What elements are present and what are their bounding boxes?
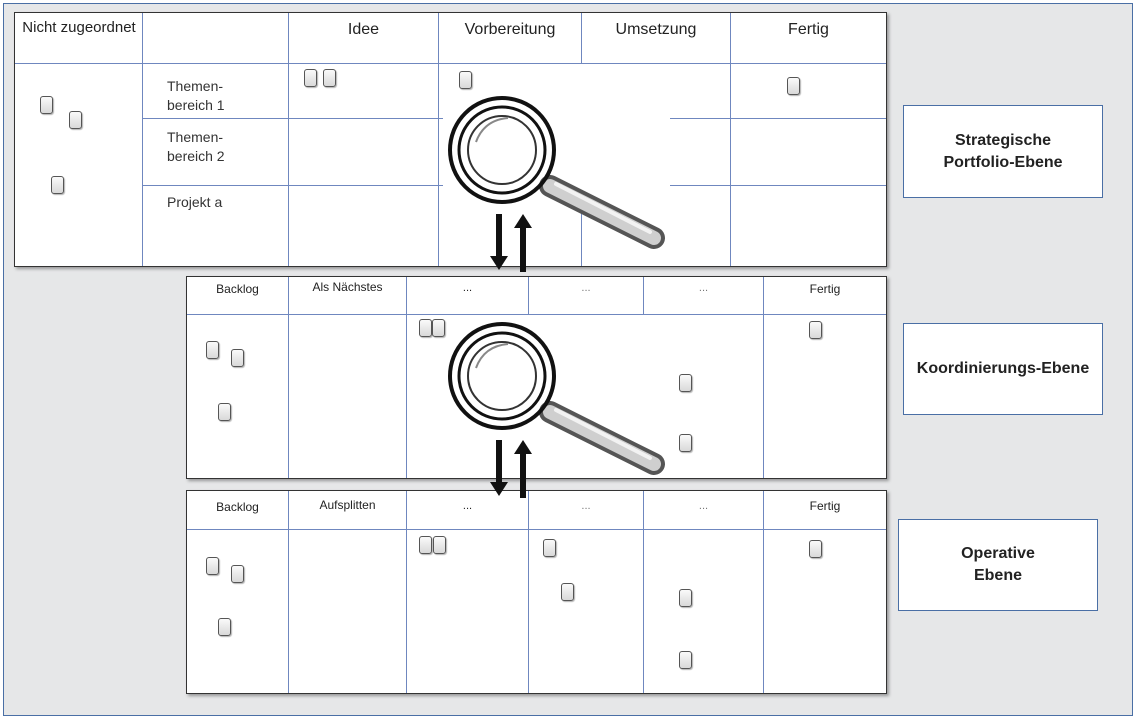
grid-line: [730, 13, 731, 266]
card-icon: [679, 589, 692, 607]
level-label-operative: Operative Ebene: [898, 519, 1098, 611]
grid-line: [187, 314, 886, 315]
card-icon: [459, 71, 472, 89]
card-icon: [206, 341, 219, 359]
grid-line: [288, 13, 289, 266]
row-label-themenbereich-1: Themen- bereich 1: [167, 78, 225, 113]
card-icon: [231, 565, 244, 583]
card-icon: [787, 77, 800, 95]
card-icon: [809, 321, 822, 339]
grid-line: [288, 277, 289, 478]
magnifying-glass-icon: [444, 92, 665, 249]
column-header-ellipsis: ...: [698, 282, 709, 294]
column-header-vorbereitung: Vorbereitung: [464, 21, 556, 38]
column-header-ellipsis: ...: [581, 500, 591, 512]
unassigned-header: Nicht zugeordnet: [22, 19, 136, 36]
grid-line: [187, 529, 886, 530]
level-label-coordination: Koordinierungs-Ebene: [903, 323, 1103, 415]
card-icon: [40, 96, 53, 114]
grid-line: [670, 118, 886, 119]
card-icon: [218, 618, 231, 636]
card-icon: [419, 536, 432, 554]
column-header-backlog: Backlog: [216, 500, 259, 514]
grid-line: [142, 13, 143, 266]
card-icon: [304, 69, 317, 87]
card-icon: [433, 536, 446, 554]
magnifying-glass-icon: [444, 318, 665, 475]
card-icon: [419, 319, 432, 337]
grid-line: [528, 491, 529, 693]
grid-line: [438, 13, 439, 266]
grid-line: [643, 491, 644, 693]
grid-line: [143, 185, 443, 186]
grid-line: [15, 63, 886, 64]
grid-line: [406, 277, 407, 478]
grid-line: [528, 277, 529, 314]
operative-board: Backlog Aufsplitten ... ... ... Fertig: [186, 490, 887, 694]
grid-line: [763, 277, 764, 478]
grid-line: [763, 491, 764, 693]
column-header-fertig: Fertig: [809, 499, 841, 513]
card-icon: [206, 557, 219, 575]
column-header-ellipsis: ...: [581, 282, 591, 294]
grid-line: [406, 491, 407, 693]
card-icon: [561, 583, 574, 601]
grid-line: [643, 277, 644, 314]
card-icon: [432, 319, 445, 337]
column-header-backlog: Backlog: [216, 282, 259, 296]
card-icon: [231, 349, 244, 367]
grid-line: [581, 13, 582, 63]
grid-line: [288, 491, 289, 693]
card-icon: [543, 539, 556, 557]
column-header-idee: Idee: [347, 21, 380, 38]
column-header-fertig: Fertig: [809, 282, 841, 296]
grid-line: [670, 185, 886, 186]
card-icon: [809, 540, 822, 558]
up-down-arrows-icon: [490, 214, 532, 272]
card-icon: [679, 434, 692, 452]
column-header-ellipsis: ...: [462, 500, 473, 512]
column-header-fertig: Fertig: [788, 21, 829, 38]
row-label-projekt-a: Projekt a: [167, 194, 223, 210]
card-icon: [679, 651, 692, 669]
card-icon: [323, 69, 336, 87]
column-header-ellipsis: ...: [462, 282, 473, 294]
level-label-strategic: Strategische Portfolio-Ebene: [903, 105, 1103, 198]
card-icon: [218, 403, 231, 421]
card-icon: [69, 111, 82, 129]
column-header-aufsplitten: Aufsplitten: [319, 498, 376, 512]
up-down-arrows-icon: [490, 440, 532, 498]
card-icon: [679, 374, 692, 392]
row-label-themenbereich-2: Themen- bereich 2: [167, 129, 225, 164]
grid-line: [581, 209, 582, 266]
column-header-als-naechstes: Als Nächstes: [312, 280, 383, 294]
column-header-umsetzung: Umsetzung: [615, 21, 697, 38]
column-header-ellipsis: ...: [698, 500, 709, 512]
grid-line: [143, 118, 443, 119]
card-icon: [51, 176, 64, 194]
